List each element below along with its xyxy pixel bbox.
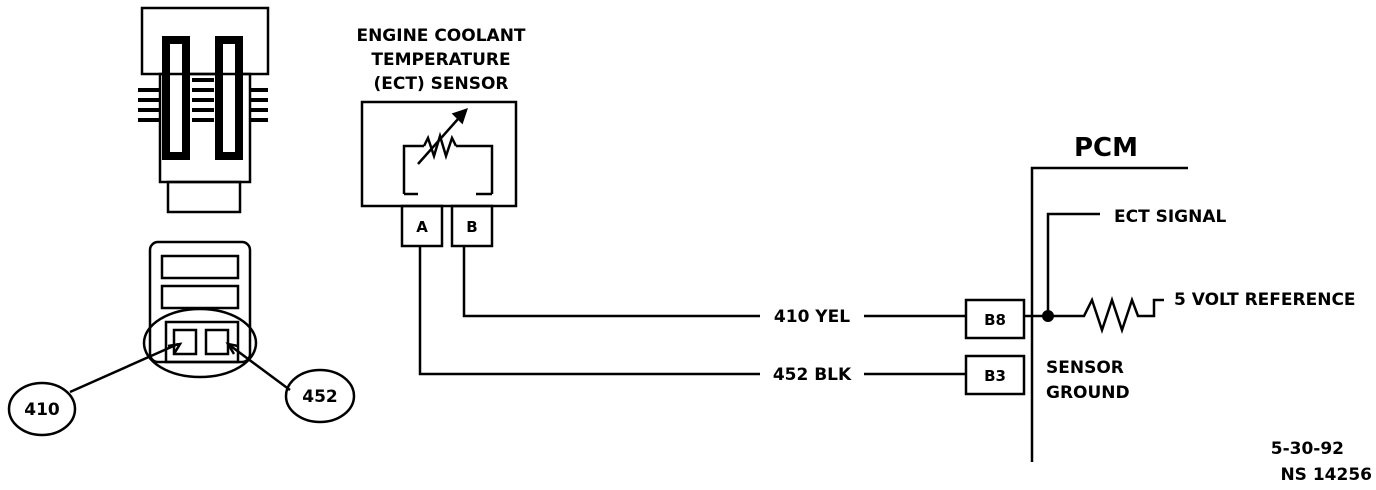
wire-410-yel-label: 410 YEL <box>774 307 850 327</box>
callout-410-label: 410 <box>24 400 60 420</box>
ect-sensor-title: ENGINE COOLANT TEMPERATURE (ECT) SENSOR <box>356 26 525 94</box>
ect-sensor-body <box>360 100 518 208</box>
wire-452-blk <box>418 246 966 376</box>
sensor-pin-b-label: B <box>466 218 477 236</box>
callout-452: 452 <box>284 368 356 424</box>
sensor-pin-b: B <box>450 204 494 248</box>
sensor-ground-label-line1: SENSOR <box>1046 358 1124 378</box>
thermistor-icon <box>422 131 458 161</box>
pcm-pin-b3-label: B3 <box>984 367 1006 385</box>
connector-ribs <box>138 78 268 122</box>
footer-date: 5-30-92 <box>1271 439 1344 459</box>
wire-410-yel <box>462 246 966 318</box>
sensor-title-line2: TEMPERATURE <box>371 50 510 70</box>
wire-452-blk-label: 452 BLK <box>773 365 852 385</box>
pcm-pin-b8: B8 <box>964 298 1026 340</box>
pull-up-resistor-icon <box>1070 296 1164 334</box>
sensor-title-line1: ENGINE COOLANT <box>356 26 525 46</box>
sensor-pin-a-label: A <box>416 218 428 236</box>
pcm-boundary <box>1030 166 1188 462</box>
sensor-ground-label-line2: GROUND <box>1046 383 1130 403</box>
sensor-title-line3: (ECT) SENSOR <box>373 74 508 94</box>
connector-top-view <box>138 6 270 214</box>
pcm-pin-b8-label: B8 <box>984 311 1006 329</box>
junction-dot <box>1042 310 1054 322</box>
ect-signal-label: ECT SIGNAL <box>1114 207 1227 227</box>
pcm-title: PCM <box>1074 133 1138 163</box>
footer-ref: NS 14256 <box>1280 465 1372 485</box>
callout-410: 410 <box>7 381 77 437</box>
sensor-pin-a: A <box>400 204 444 248</box>
connector-face-view <box>69 240 291 394</box>
pcm-pin-b3: B3 <box>964 354 1026 396</box>
callout-452-label: 452 <box>302 387 338 407</box>
five-volt-reference-label: 5 VOLT REFERENCE <box>1174 290 1356 310</box>
